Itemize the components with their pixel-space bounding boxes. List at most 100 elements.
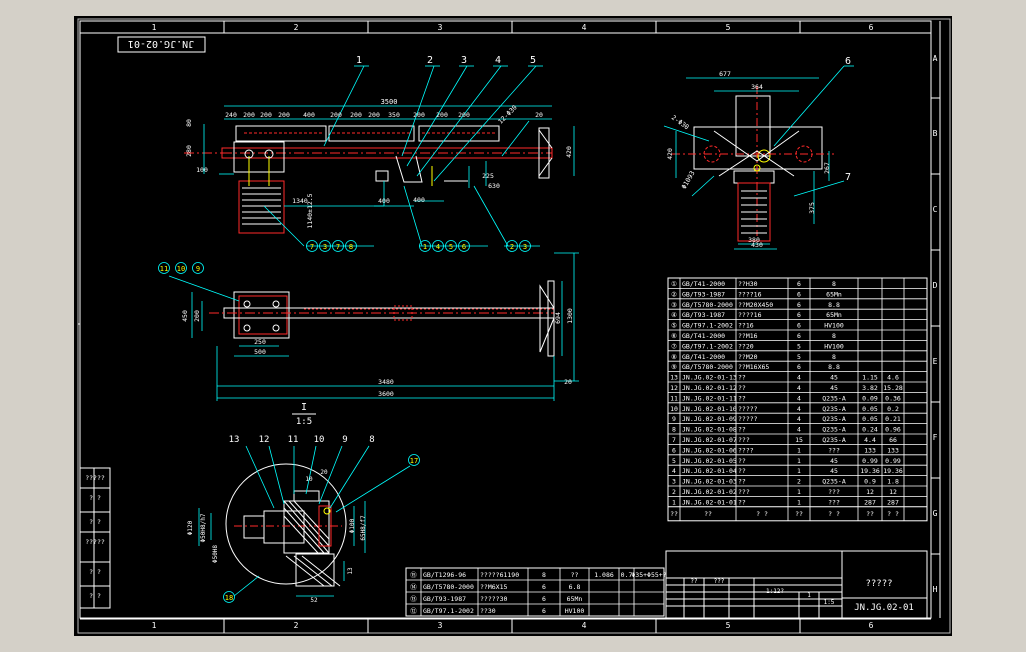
parts-cell: 11 [670, 394, 678, 402]
front-balloon: 3 [519, 240, 531, 252]
parts-cell: 4 [797, 405, 801, 413]
parts-cell: ?? [738, 374, 746, 382]
dim-text: 20 [564, 378, 572, 386]
front-balloon: 6 [458, 240, 470, 252]
zone-col-bottom: 6 [869, 621, 874, 630]
parts-cell: ?? [738, 426, 746, 434]
dim-text: 450 [181, 310, 189, 322]
parts-cell: 15.28 [883, 384, 903, 392]
title-cell: ??? [714, 578, 725, 585]
dim-text: Φ100 [349, 518, 356, 533]
section-name: I [301, 402, 307, 413]
parts-cell: GB/T93-1987 [682, 311, 725, 319]
dim-text: Φ50H8/h7 [200, 513, 207, 542]
parts-cell: GB/T93-1987 [682, 290, 725, 298]
parts-cell: HV100 [824, 342, 844, 350]
parts-cell: 10 [670, 405, 678, 413]
zone-row-label: E [933, 357, 938, 366]
zone-col-top: 1 [152, 23, 157, 32]
parts-cell: 19.36 [883, 467, 903, 475]
stamp-text: JN.JG.02-01 [128, 38, 194, 49]
parts-cell: Q235-A [822, 405, 846, 413]
parts-cell: ⑦ [671, 342, 677, 350]
dim-text: 20 [535, 111, 543, 119]
parts-cell: 0.21 [885, 415, 901, 423]
zone-row-label: H [933, 585, 938, 594]
dim-text: 200 [350, 111, 362, 119]
parts-cell: 45 [830, 374, 838, 382]
dim-text: 630 [488, 182, 500, 190]
zone-row-label: F [933, 433, 938, 442]
parts-cell: 66 [889, 436, 897, 444]
parts-cell: Q235-A [822, 478, 846, 486]
parts-cell: ??M16 [738, 332, 758, 340]
front-balloon: 7 [332, 240, 344, 252]
parts-cell: JN.JG.02-01-13 [682, 374, 737, 382]
parts-cell: ⑨ [671, 363, 677, 371]
lower-cell: ??30 [480, 607, 496, 615]
lower-cell: 65Mn [567, 595, 583, 603]
balloon-number: 9 [196, 265, 200, 273]
dim-text: 200 [413, 111, 425, 119]
parts-cell: ????? [738, 405, 758, 413]
front-balloon: 7 [306, 240, 318, 252]
strip-cell: ? ? [89, 518, 101, 526]
parts-cell: 4 [797, 384, 801, 392]
parts-cell: 133 [864, 446, 876, 454]
callout-number: 4 [495, 55, 501, 66]
parts-cell: ??H30 [738, 280, 758, 288]
lower-cell: GB/T97.1-2002 [423, 607, 474, 615]
lower-cell: ⑫ [410, 607, 417, 615]
parts-cell: 0.99 [885, 457, 901, 465]
callout-number: 10 [314, 435, 325, 445]
dim-text: 400 [378, 197, 390, 205]
parts-cell: 2 [797, 478, 801, 486]
header-cell: ?? [866, 510, 874, 518]
zone-col-top: 5 [726, 23, 731, 32]
parts-cell: JN.JG.02-01-07 [682, 436, 737, 444]
parts-cell: 4 [797, 394, 801, 402]
parts-cell: JN.JG.02-01-05 [682, 457, 737, 465]
title-cell: ?? [690, 578, 698, 585]
parts-cell: 0.24 [862, 426, 878, 434]
front-balloon: 3 [319, 240, 331, 252]
parts-cell: JN.JG.02-01-06 [682, 446, 737, 454]
parts-cell: 287 [887, 498, 899, 506]
callout-number: 6 [845, 56, 851, 67]
front-balloon: 4 [432, 240, 444, 252]
balloon-number: 7 [336, 243, 340, 251]
dim-text: 694 [554, 312, 562, 324]
parts-cell: ??M20X450 [738, 301, 773, 309]
parts-cell: ?? [738, 457, 746, 465]
parts-cell: 1.15 [862, 374, 878, 382]
parts-cell: 0.99 [862, 457, 878, 465]
parts-cell: 1 [797, 488, 801, 496]
balloon-number: 10 [177, 265, 185, 273]
parts-cell: 6 [797, 301, 801, 309]
parts-cell: GB/T41-2000 [682, 280, 725, 288]
parts-cell: JN.JG.02-01-12 [682, 384, 737, 392]
header-cell: ?? [795, 510, 803, 518]
parts-cell: 6 [797, 280, 801, 288]
dim-text: 65H8/f7 [360, 515, 367, 541]
parts-cell: ?? [738, 467, 746, 475]
zone-col-top: 6 [869, 23, 874, 32]
dim-text: 13 [347, 567, 354, 575]
strip-cell: ????? [85, 538, 105, 546]
parts-cell: 9 [672, 415, 676, 423]
parts-cell: GB/T97.1-2002 [682, 342, 733, 350]
dim-text: 280 [185, 145, 193, 157]
callout-number: 7 [845, 172, 851, 183]
parts-cell: ?? [738, 498, 746, 506]
parts-cell: 3.82 [862, 384, 878, 392]
parts-cell: ?? [738, 394, 746, 402]
callout-number: 3 [461, 55, 467, 66]
